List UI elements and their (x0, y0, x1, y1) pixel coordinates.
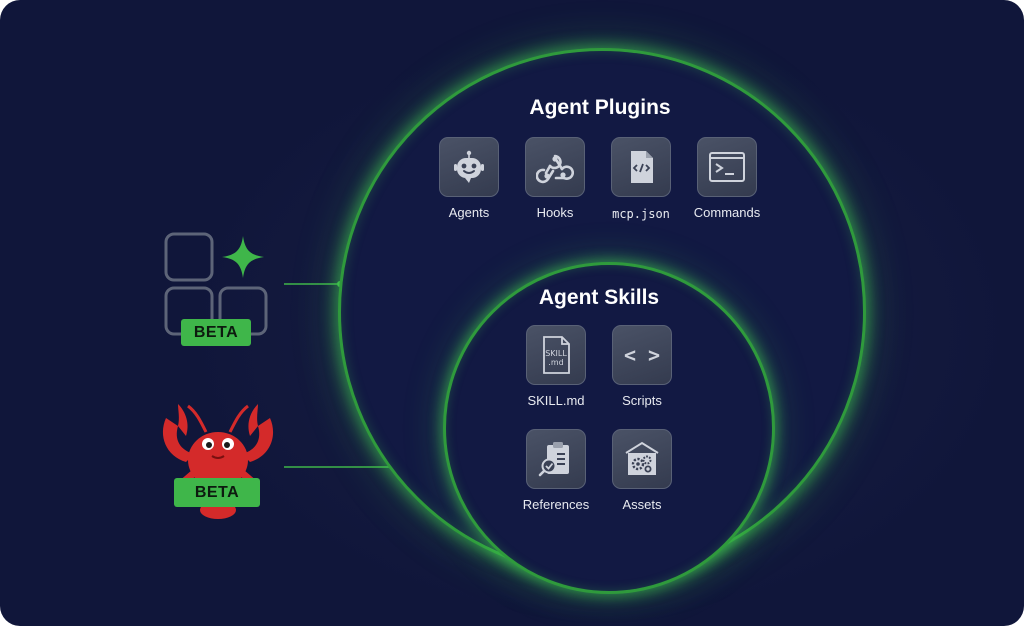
label-commands: Commands (693, 205, 761, 220)
top-beta-badge: BETA (181, 319, 251, 346)
robot-icon (454, 150, 484, 183)
webhook-icon (536, 154, 574, 184)
bottom-beta-badge: BETA (174, 478, 260, 507)
tile-mcp-json[interactable] (611, 137, 671, 197)
label-references: References (522, 497, 590, 512)
clipboard-search-icon (538, 442, 569, 477)
label-scripts: Scripts (622, 393, 662, 408)
skills-circle (443, 262, 775, 594)
skill-icon-text: SKILL (545, 349, 567, 358)
md-icon-text: .md (548, 358, 563, 367)
terminal-icon (709, 152, 745, 182)
tile-references[interactable] (526, 429, 586, 489)
tile-assets[interactable] (612, 429, 672, 489)
label-hooks: Hooks (536, 205, 574, 220)
tile-skill-md[interactable]: SKILL .md (526, 325, 586, 385)
label-assets: Assets (622, 497, 662, 512)
lobster-logo (162, 404, 274, 519)
plugins-title: Agent Plugins (529, 96, 671, 119)
gears-box-icon (625, 441, 659, 475)
tile-hooks[interactable] (525, 137, 585, 197)
code-brackets-icon: < > (623, 343, 661, 367)
tile-scripts[interactable]: < > (612, 325, 672, 385)
skills-title: Agent Skills (538, 286, 660, 309)
label-agents: Agents (448, 205, 490, 220)
tile-agents[interactable] (439, 137, 499, 197)
skill-file-icon: SKILL .md (543, 336, 570, 374)
label-skill-md: SKILL.md (527, 393, 585, 408)
label-mcp-json: mcp.json (612, 207, 670, 221)
tile-commands[interactable] (697, 137, 757, 197)
code-file-icon (631, 151, 653, 183)
